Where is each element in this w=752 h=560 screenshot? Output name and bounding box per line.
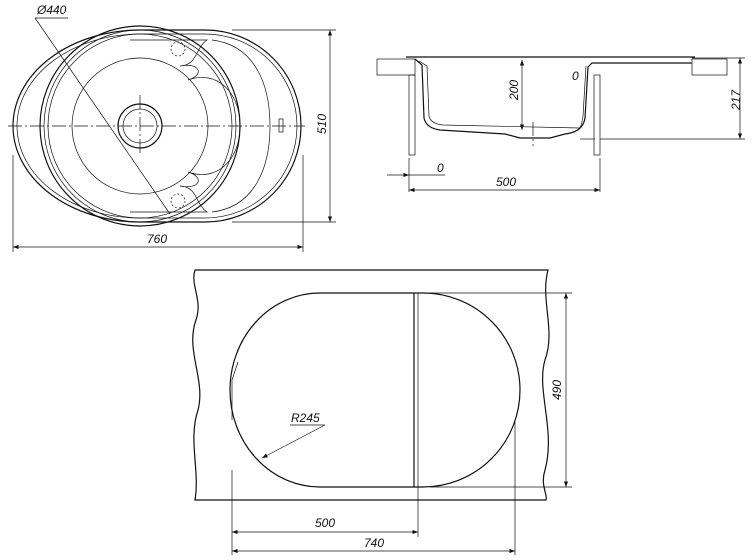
countertop-outline — [192, 269, 550, 501]
side-view: 217 200 0 0 500 — [376, 56, 745, 193]
offset-label: 0 — [437, 161, 444, 175]
width-label: 760 — [147, 232, 167, 246]
countertop — [376, 58, 416, 76]
diameter-label: Ø440 — [36, 3, 67, 17]
height-label: 510 — [315, 114, 329, 134]
depth-label: 200 — [507, 80, 521, 101]
overflow — [278, 118, 284, 133]
bowl-width-label: 500 — [315, 516, 335, 530]
top-view: Ø440 760 510 — [8, 3, 336, 252]
countertop — [691, 58, 728, 76]
side-width-label: 500 — [496, 175, 516, 189]
total-height-label: 217 — [729, 89, 743, 111]
cabinet-wall — [593, 74, 601, 156]
cutout-view: 490 R245 500 740 — [192, 269, 572, 555]
sink-profile — [406, 56, 695, 139]
cutout-height-label: 490 — [550, 380, 564, 400]
radius-label: R245 — [291, 411, 320, 425]
tap-hole — [170, 41, 186, 57]
tap-hole — [170, 193, 186, 209]
total-width-label: 740 — [364, 536, 384, 550]
cabinet-wall — [408, 74, 416, 156]
bowl-marker-label: 0 — [572, 69, 579, 83]
cutout-outline — [229, 292, 521, 488]
